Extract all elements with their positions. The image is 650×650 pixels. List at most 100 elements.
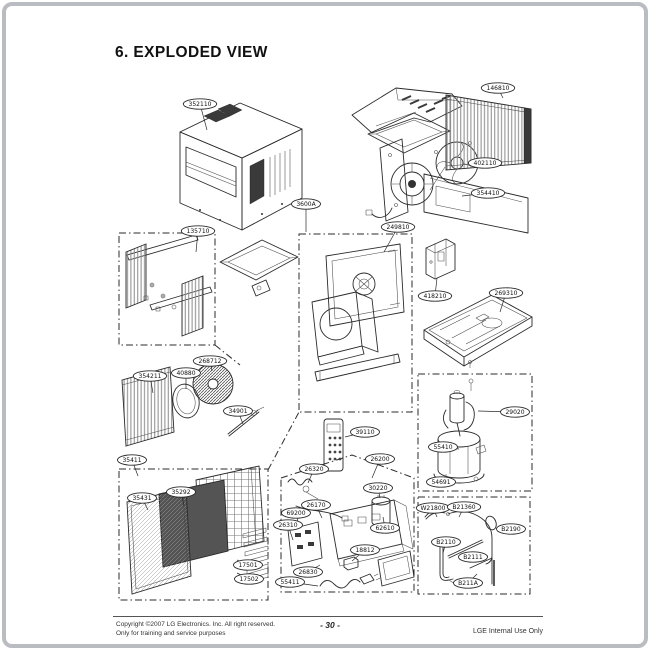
part-callout-135710: 135710: [180, 225, 216, 253]
part-callout-354410: 354410: [461, 187, 506, 199]
svg-text:354211: 354211: [139, 373, 162, 380]
part-callout-418210: 418210: [417, 277, 453, 302]
top-tray-drawing: [219, 239, 299, 297]
part-callout-40880: 40880: [171, 367, 201, 389]
svg-text:17502: 17502: [239, 576, 258, 583]
svg-text:268712: 268712: [199, 358, 222, 365]
svg-text:40880: 40880: [176, 370, 195, 377]
part-callout-B2110: B2110: [431, 536, 461, 554]
svg-text:402110: 402110: [474, 160, 497, 167]
part-callout-17501: 17501: [233, 559, 263, 571]
part-callout-35431: 35431: [127, 492, 157, 511]
part-callout-249810: 249810: [380, 221, 416, 253]
svg-text:26320: 26320: [304, 466, 323, 473]
window-kit-box: [118, 232, 216, 346]
part-callout-69200: 69200: [281, 507, 311, 528]
control-assembly-box: [280, 454, 415, 593]
part-callout-29020: 29020: [477, 406, 530, 418]
front-grille-box: [118, 465, 269, 601]
part-callout-55411: 55411: [275, 576, 319, 588]
part-callout-B211A: B211A: [453, 573, 483, 589]
svg-text:55410: 55410: [433, 444, 452, 451]
svg-text:B2111: B2111: [463, 554, 483, 561]
svg-text:26830: 26830: [298, 569, 317, 576]
part-callout-17502: 17502: [234, 572, 264, 585]
svg-text:34901: 34901: [228, 408, 247, 415]
shroud-panel-drawing: [423, 173, 529, 234]
part-callout-26310: 26310: [273, 519, 303, 541]
svg-text:29020: 29020: [505, 409, 524, 416]
svg-text:269310: 269310: [495, 290, 518, 297]
part-callout-26200: 26200: [365, 453, 395, 479]
footer-copyright: Copyright ©2007 LG Electronics. Inc. All…: [116, 621, 275, 638]
svg-text:352110: 352110: [189, 101, 212, 108]
svg-text:B2190: B2190: [501, 526, 521, 533]
part-callout-34901: 34901: [223, 405, 253, 425]
tray-gasket-drawing: [367, 112, 451, 154]
svg-text:135710: 135710: [187, 228, 210, 235]
part-callout-39110: 39110: [344, 426, 380, 438]
svg-text:B2110: B2110: [436, 539, 456, 546]
fan-motor-assembly-drawing: [365, 138, 472, 222]
page-title: 6. EXPLODED VIEW: [115, 44, 268, 61]
svg-text:35411: 35411: [122, 457, 141, 464]
svg-text:17501: 17501: [238, 562, 257, 569]
callouts-layer: 352110 146810 402110 354410 3600A 249810 13571…: [117, 82, 530, 589]
part-callout-3600A: 3600A: [291, 198, 321, 232]
part-callout-35292: 35292: [166, 486, 196, 507]
part-callout-352110: 352110: [182, 98, 218, 131]
svg-text:62610: 62610: [375, 525, 394, 532]
svg-text:54691: 54691: [431, 479, 450, 486]
footer-internal-note: LGE Internal Use Only: [472, 628, 543, 635]
part-callout-26830: 26830: [293, 564, 323, 578]
svg-text:249810: 249810: [387, 224, 410, 231]
part-callout-62610: 62610: [370, 516, 400, 534]
svg-text:26310: 26310: [278, 522, 297, 529]
svg-text:B211A: B211A: [458, 580, 479, 587]
copyright-line-1: Copyright ©2007 LG Electronics. Inc. All…: [116, 621, 276, 628]
part-callout-B2111: B2111: [458, 551, 489, 563]
svg-text:354410: 354410: [477, 190, 500, 197]
copyright-line-2: Only for training and service purposes: [116, 629, 226, 637]
part-callout-B2190: B2190: [496, 523, 526, 535]
part-callout-269310: 269310: [488, 287, 524, 313]
svg-text:35431: 35431: [132, 495, 151, 502]
part-callout-146810: 146810: [480, 82, 516, 99]
svg-text:3600A: 3600A: [296, 201, 316, 208]
compressor-box: [417, 373, 533, 492]
condenser-coil-drawing: [445, 94, 532, 171]
svg-text:418210: 418210: [424, 293, 447, 300]
svg-text:146810: 146810: [487, 85, 510, 92]
cabinet-drawing: [179, 102, 303, 231]
svg-text:30220: 30220: [368, 485, 387, 492]
part-callout-402110: 402110: [467, 157, 503, 169]
part-callout-354211: 354211: [132, 370, 168, 394]
bracket-drawing: [425, 238, 456, 280]
footer-rule: [113, 616, 543, 617]
svg-text:69200: 69200: [286, 510, 305, 517]
remote-control-drawing: [323, 418, 344, 472]
part-callout-54691: 54691: [426, 476, 456, 488]
base-pan-drawing: [423, 294, 533, 368]
indoor-assembly-box: [298, 233, 413, 413]
part-callout-26170: 26170: [301, 499, 331, 519]
svg-text:26200: 26200: [370, 456, 389, 463]
part-callout-18812: 18812: [350, 544, 380, 562]
box-connector-lines: [214, 344, 300, 471]
svg-text:55411: 55411: [280, 579, 299, 586]
svg-text:W21800: W21800: [420, 505, 445, 512]
part-callout-B21360: B21360: [446, 501, 482, 518]
part-callout-55410: 55410: [428, 441, 460, 453]
part-callout-35411: 35411: [117, 454, 147, 477]
part-callout-W21800: W21800: [415, 502, 451, 518]
part-callout-30220: 30220: [363, 482, 393, 499]
support-rod-drawing: [227, 406, 265, 437]
top-cover-drawing: [351, 87, 463, 134]
part-callout-26320: 26320: [299, 463, 329, 484]
svg-text:35292: 35292: [171, 489, 190, 496]
svg-text:39110: 39110: [355, 429, 374, 436]
page-number: - 30 -: [320, 620, 340, 630]
part-callout-268712: 268712: [192, 355, 228, 372]
